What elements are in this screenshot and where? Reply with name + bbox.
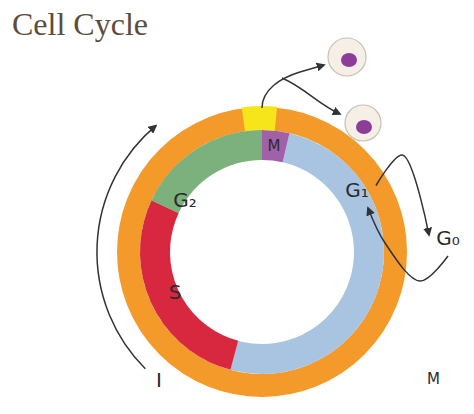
m-band-segment (111, 101, 414, 404)
phase-label: G₂ (173, 189, 197, 211)
phase-label: M (427, 371, 440, 388)
phase-label: S (169, 281, 182, 303)
daughter-cell (345, 105, 381, 141)
g2-arc (120, 110, 404, 394)
phase-label: G₀ (436, 227, 460, 249)
g1-arc (134, 124, 391, 381)
interphase-band: IM (117, 107, 407, 397)
transition-arrow (376, 155, 429, 235)
direction-arrow (97, 126, 156, 369)
nucleus (356, 120, 372, 134)
interphase-ring (129, 119, 396, 386)
g2-segment: G₂ (169, 185, 201, 215)
s-segment: S (165, 277, 186, 307)
s-arc (131, 121, 393, 383)
phase-label: I (156, 369, 162, 391)
division-arrow (262, 65, 324, 108)
mitosis-marker: M (250, 107, 271, 132)
transition-arrow (368, 208, 448, 281)
phase-label: G₁ (345, 179, 369, 201)
mitosis-segment: M (264, 134, 285, 159)
diagram-title: Cell Cycle (12, 6, 148, 43)
g1-segment: G₁ (341, 175, 373, 205)
division-arrow (282, 78, 340, 114)
m-arc (155, 145, 369, 359)
nucleus (341, 53, 357, 67)
g0-label: G₀ (432, 223, 464, 253)
daughter-cell (328, 38, 366, 76)
phase-label: M (268, 138, 281, 155)
